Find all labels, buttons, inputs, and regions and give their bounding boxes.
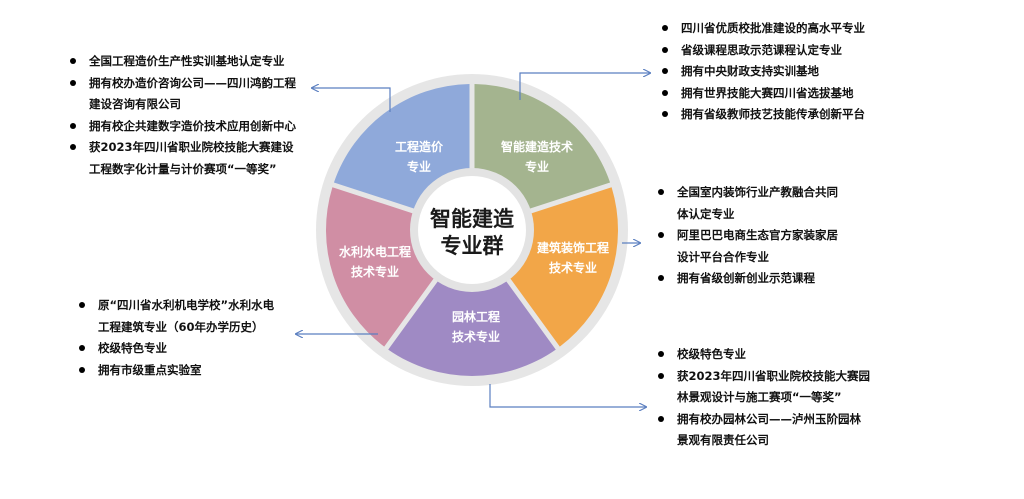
- wheel-segment-landscape: [388, 278, 556, 376]
- list-item: 阿里巴巴电商生态官方家装家居: [655, 225, 875, 247]
- list-item: 建设咨询有限公司: [89, 97, 181, 111]
- connector-intelligent: [519, 73, 650, 100]
- center-title-line1: 智能建造: [430, 207, 514, 231]
- list-item: 体认定专业: [677, 206, 735, 221]
- list-item: 获2023年四川省职业院校技能大赛园: [655, 366, 895, 388]
- list-item: 工程建筑专业（60年办学历史）: [98, 319, 264, 334]
- list-item: 林景观设计与施工赛项“一等奖”: [677, 390, 842, 404]
- segment-label-line: 水利水电工程: [338, 245, 411, 259]
- center-disc: [418, 176, 526, 284]
- list-item: 全国室内装饰行业产教融合共同: [655, 182, 875, 204]
- list-item: 拥有省级创新创业示范课程: [655, 268, 875, 290]
- list-item: 全国工程造价生产性实训基地认定专业: [67, 51, 317, 73]
- list-item: 拥有世界技能大赛四川省选拔基地: [659, 83, 899, 105]
- decoration-feature-list: 全国室内装饰行业产教融合共同 体认定专业 阿里巴巴电商生态官方家装家居 设计平台…: [655, 182, 875, 290]
- wheel-segment-decoration: [508, 187, 619, 347]
- segment-label-line: 智能建造技术: [500, 140, 573, 154]
- list-item: 拥有省级教师技艺技能传承创新平台: [659, 104, 899, 126]
- connector-landscape: [489, 384, 646, 407]
- list-item: 原“四川省水利机电学校”水利水电: [76, 295, 316, 317]
- intelligent-feature-list: 四川省优质校批准建设的高水平专业 省级课程思政示范课程认定专业 拥有中央财政支持…: [659, 18, 899, 126]
- list-item: 拥有校办造价咨询公司——四川鸿韵工程: [67, 73, 317, 95]
- segment-label-line: 技术专业: [451, 330, 500, 344]
- segment-label-line: 技术专业: [548, 261, 597, 275]
- connector-cost: [312, 88, 391, 112]
- list-item: 获2023年四川省职业院校技能大赛建设: [67, 137, 317, 159]
- list-item: 设计平台合作专业: [677, 249, 769, 264]
- wheel-segment-hydro: [325, 187, 436, 347]
- segment-label-landscape: 园林工程 技术专业: [436, 307, 516, 347]
- list-item: 工程数字化计量与计价赛项“一等奖”: [89, 161, 277, 176]
- segment-label-cost: 工程造价 专业: [385, 137, 453, 177]
- list-item: 省级课程思政示范课程认定专业: [659, 40, 899, 62]
- center-title: 智能建造 专业群: [417, 206, 527, 260]
- segment-label-line: 建筑装饰工程: [536, 241, 609, 255]
- wheel-segment-intelligent: [474, 84, 611, 210]
- landscape-feature-list: 校级特色专业 获2023年四川省职业院校技能大赛园 林景观设计与施工赛项“一等奖…: [655, 344, 895, 452]
- segment-label-decoration: 建筑装饰工程 技术专业: [528, 238, 618, 278]
- hydro-feature-list: 原“四川省水利机电学校”水利水电 工程建筑专业（60年办学历史） 校级特色专业 …: [76, 295, 316, 381]
- cost-feature-list: 全国工程造价生产性实训基地认定专业 拥有校办造价咨询公司——四川鸿韵工程 建设咨…: [67, 51, 317, 180]
- segment-label-line: 专业: [406, 160, 431, 174]
- list-item: 拥有校企共建数字造价技术应用创新中心: [67, 116, 317, 138]
- center-title-line2: 专业群: [440, 234, 504, 258]
- list-item: 校级特色专业: [76, 338, 316, 360]
- wheel-segment-cost: [333, 84, 470, 210]
- list-item: 拥有市级重点实验室: [76, 360, 316, 382]
- segment-label-line: 园林工程: [451, 310, 500, 324]
- list-item: 拥有中央财政支持实训基地: [659, 61, 899, 83]
- segment-label-line: 专业: [524, 160, 549, 174]
- list-item: 四川省优质校批准建设的高水平专业: [659, 18, 899, 40]
- segment-label-line: 工程造价: [394, 140, 443, 154]
- segment-label-hydro: 水利水电工程 技术专业: [330, 242, 420, 282]
- list-item: 景观有限责任公司: [677, 433, 769, 447]
- segment-label-line: 技术专业: [350, 265, 399, 279]
- list-item: 校级特色专业: [655, 344, 895, 366]
- segment-label-intelligent: 智能建造技术 专业: [491, 137, 583, 177]
- list-item: 拥有校办园林公司——泸州玉阶园林: [655, 409, 895, 431]
